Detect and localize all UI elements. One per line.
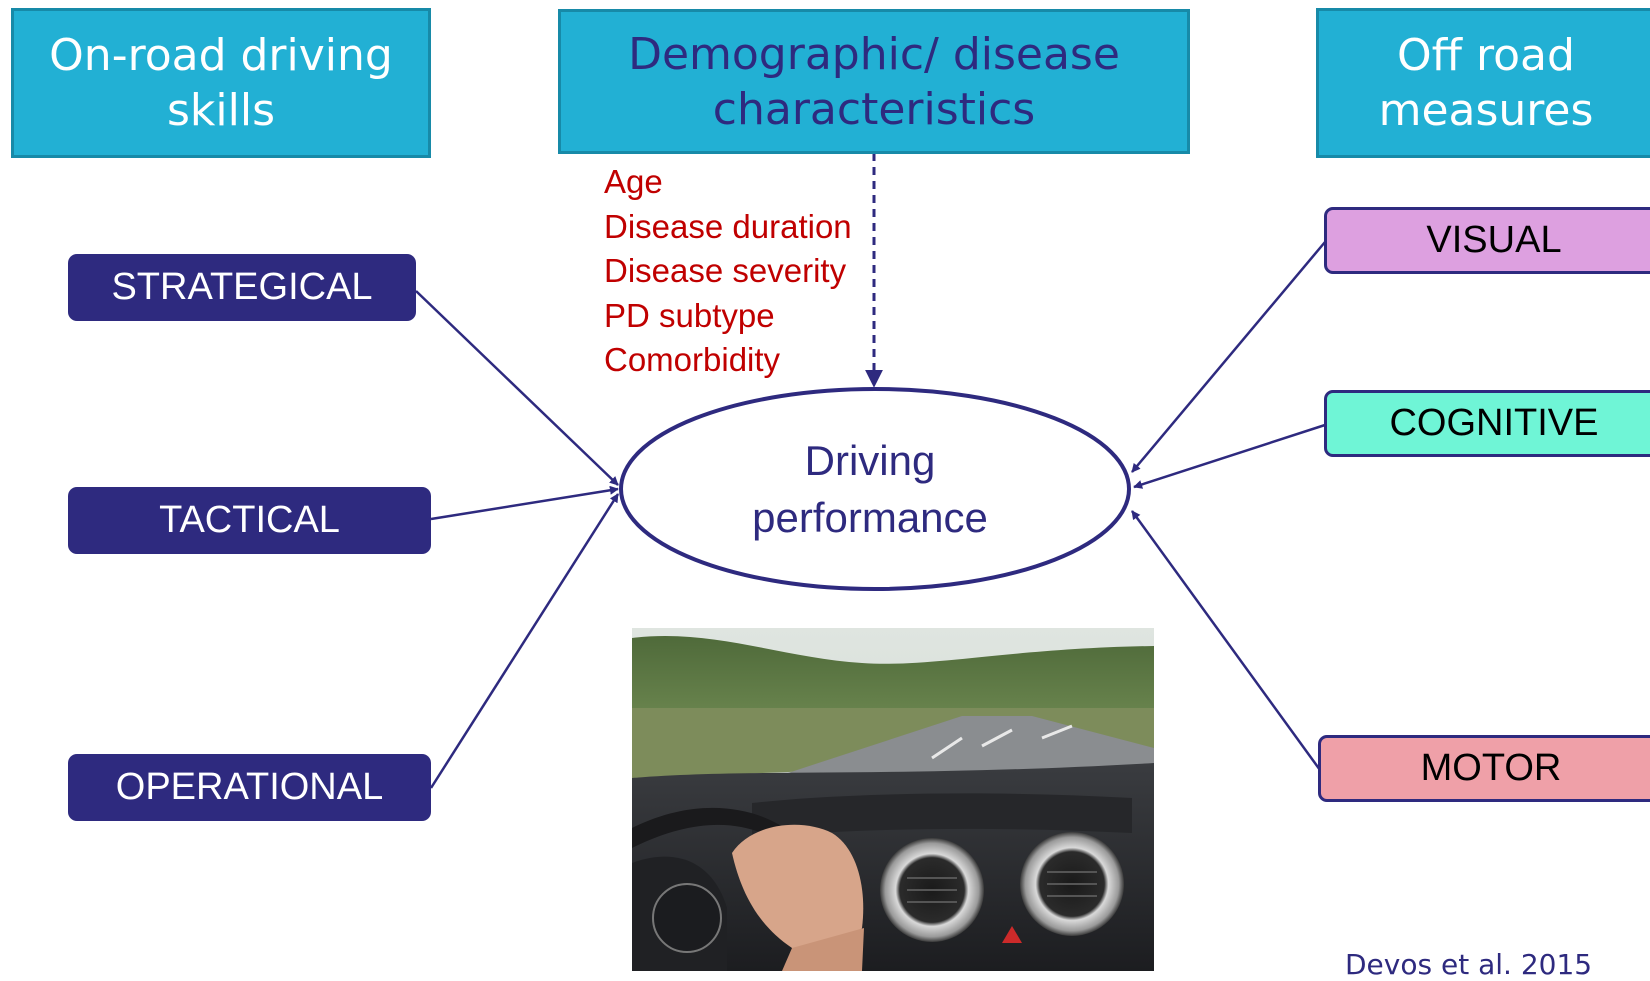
header-on-road-driving-skills: On-road driving skills	[11, 8, 431, 158]
arrow-tactical-to-performance	[430, 485, 619, 521]
outcome-line-2: performance	[752, 494, 988, 541]
header-on-road-line-1: On-road driving	[49, 30, 393, 81]
car-interior-photo	[632, 628, 1154, 971]
characteristic-disease-severity: Disease severity	[604, 252, 847, 289]
arrow-cognitive-to-performance	[1133, 423, 1326, 489]
header-off-road-measures: Off road measures	[1316, 8, 1650, 158]
citation-text: Devos et al. 2015	[1345, 948, 1593, 981]
skill-strategical-label: STRATEGICAL	[111, 266, 373, 308]
characteristic-disease-duration: Disease duration	[604, 207, 852, 245]
header-demographic-line-2: characteristics	[712, 83, 1036, 135]
header-off-road-line-2: measures	[1378, 85, 1594, 136]
header-demographic-disease-characteristics: Demographic/ disease characteristics	[558, 9, 1190, 154]
arrow-motor-to-performance	[1130, 510, 1322, 771]
characteristic-age: Age	[604, 163, 663, 200]
measure-cognitive-box: COGNITIVE	[1324, 390, 1650, 457]
arrow-visual-to-performance	[1131, 241, 1326, 473]
outcome-line-1: Driving	[804, 437, 936, 484]
measure-motor-box: MOTOR	[1318, 735, 1650, 802]
skill-operational-box: OPERATIONAL	[68, 754, 431, 821]
header-on-road-line-2: skills	[166, 85, 275, 136]
skill-tactical-box: TACTICAL	[68, 487, 431, 554]
car-interior-illustration	[632, 628, 1154, 971]
measure-visual-label: VISUAL	[1426, 219, 1562, 261]
measure-visual-box: VISUAL	[1324, 207, 1650, 274]
header-off-road-line-1: Off road	[1397, 30, 1575, 81]
arrow-strategical-to-performance	[415, 290, 619, 486]
measure-cognitive-label: COGNITIVE	[1389, 402, 1599, 444]
skill-strategical-box: STRATEGICAL	[68, 254, 416, 321]
skill-operational-label: OPERATIONAL	[115, 766, 384, 808]
driving-performance-ellipse	[619, 387, 1131, 591]
characteristic-pd-subtype: PD subtype	[604, 296, 775, 334]
measure-motor-label: MOTOR	[1420, 747, 1562, 789]
header-demographic-line-1: Demographic/ disease	[628, 28, 1120, 80]
characteristics-list: Age Disease duration Disease severity PD…	[604, 160, 852, 383]
characteristic-comorbidity: Comorbidity	[604, 341, 781, 378]
arrow-operational-to-performance	[429, 493, 620, 789]
skill-tactical-label: TACTICAL	[159, 499, 340, 541]
driving-performance-label: Driving performance	[660, 432, 1080, 546]
